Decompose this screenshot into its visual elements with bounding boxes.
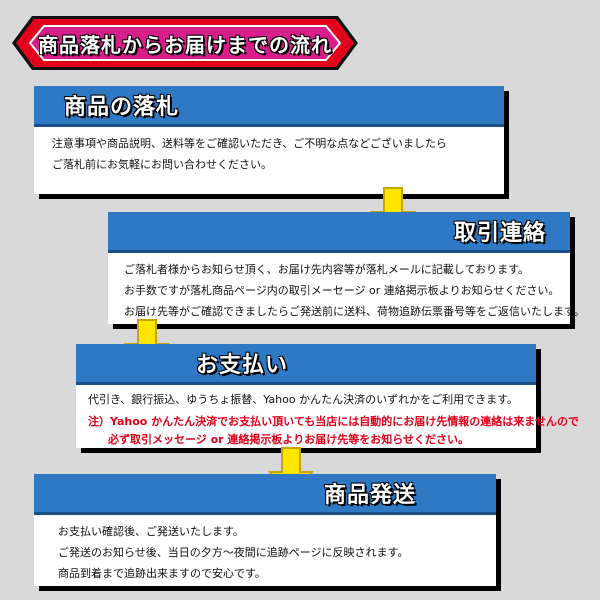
section-payment-header: お支払い <box>76 344 536 385</box>
section-contact: 取引連絡 ご落札者様からお知らせ頂く、お届け先内容等が落札メールに記載しておりま… <box>108 212 585 324</box>
section-shipping: 商品発送 お支払い確認後、ご発送いたします。 ご発送のお知らせ後、当日の夕方～夜… <box>34 474 496 586</box>
section-shipping-title: 商品発送 <box>324 483 417 508</box>
section-bid-title: 商品の落札 <box>64 95 180 120</box>
section-contact-text: お手数ですが落札商品ページ内の取引メーセージ or 連絡掲示板よりお知らせくださ… <box>124 284 560 297</box>
section-contact-title: 取引連絡 <box>453 221 546 246</box>
payment-note: 注）Yahoo かんたん決済でお支払い頂いても当店には自動的にお届け先情報の連絡… <box>88 415 579 428</box>
section-shipping-text: ご発送のお知らせ後、当日の夕方～夜間に追跡ページに反映されます。 <box>58 546 409 559</box>
section-payment: お支払い 代引き、銀行振込、ゆうちょ振替、Yahoo かんたん決済のいずれかをご… <box>76 344 579 448</box>
section-bid: 商品の落札 注意事項や商品説明、送料等をご確認いただき、ご不明な点などございまし… <box>34 86 504 194</box>
section-shipping-text: お支払い確認後、ご発送いたします。 <box>58 525 244 538</box>
section-payment-title: お支払い <box>196 353 289 378</box>
section-payment-text: 代引き、銀行振込、ゆうちょ振替、Yahoo かんたん決済のいずれかをご利用できま… <box>88 393 519 406</box>
section-bid-header: 商品の落札 <box>34 86 504 127</box>
flow-banner: 商品落札からお届けまでの流れ <box>10 14 360 72</box>
section-shipping-header: 商品発送 <box>34 474 496 515</box>
section-shipping-text: 商品到着まで追跡出来ますので安心です。 <box>58 567 266 580</box>
section-bid-text: 注意事項や商品説明、送料等をご確認いただき、ご不明な点などございましたら <box>52 137 447 150</box>
payment-note: 必ず取引メッセージ or 連絡掲示板よりお届け先等をお知らせください。 <box>108 433 469 446</box>
section-bid-text: ご落札前にお気軽にお問い合わせください。 <box>52 158 272 171</box>
section-contact-text: お届け先等がご確認できましたらご発送前に送料、荷物追跡伝票番号等をご返信いたしま… <box>124 305 585 318</box>
banner-title: 商品落札からお届けまでの流れ <box>38 32 332 57</box>
section-contact-header: 取引連絡 <box>108 212 570 253</box>
section-contact-text: ご落札者様からお知らせ頂く、お届け先内容等が落札メールに記載しております。 <box>124 263 530 276</box>
